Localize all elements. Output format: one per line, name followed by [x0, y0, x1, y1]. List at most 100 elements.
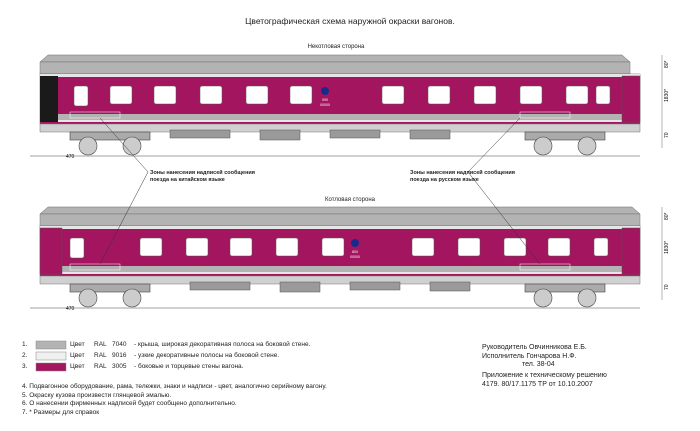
zone-ru-line2: поезда на русском языке — [410, 177, 479, 183]
end-door-left — [39, 227, 63, 275]
inscription-zone-ru — [519, 111, 571, 119]
logo-text-1: 800 — [352, 250, 358, 254]
note-4: 4. Подвагонное оборудование, рама, тележ… — [22, 383, 327, 390]
legend-num: 1. — [22, 341, 28, 348]
window — [199, 85, 223, 105]
leader-lines — [99, 117, 541, 265]
white-stripe-top — [40, 74, 640, 77]
logo-text-2: 00000 — [320, 103, 330, 107]
legend-ral: RAL — [94, 341, 107, 348]
legend-num: 2. — [22, 352, 28, 359]
window — [595, 85, 611, 105]
legend-swatch-2 — [35, 351, 67, 361]
zone-ru-line1: Зоны нанесения надписей сообщения — [410, 170, 515, 176]
top-side-label: Некотловая сторона — [307, 44, 365, 50]
staff-block: Руководитель Овчинникова Е.Б. Исполнител… — [482, 344, 587, 370]
bogie-right — [524, 131, 606, 156]
window — [473, 85, 497, 105]
roof-band — [39, 61, 631, 75]
zone-cn-line2: поезда на китайском языке — [150, 177, 225, 183]
undercarriage-equipment — [169, 129, 451, 141]
window — [457, 237, 481, 257]
note-7: 7. * Размеры для справок — [22, 408, 100, 416]
legend-ral: RAL — [94, 363, 107, 370]
window — [69, 237, 85, 259]
dim-right-top: 80* — [664, 60, 670, 68]
dim-left: 470 — [66, 154, 75, 160]
note-5: 5. Окраску кузова произвести глянцевой э… — [22, 391, 172, 399]
bogie-left — [69, 131, 151, 156]
windows — [69, 237, 609, 259]
legend-ral: RAL — [94, 352, 107, 359]
dim-right-bot: 70 — [664, 132, 670, 138]
window — [245, 85, 269, 105]
window — [73, 85, 89, 107]
window — [593, 237, 609, 257]
zone-cn-line1: Зоны нанесения надписей сообщения — [150, 170, 255, 176]
dim-right-mid: 1830* — [664, 89, 670, 102]
legend-desc: - боковые и торцевые стены вагона. — [134, 363, 244, 370]
appendix-line1: Приложение к техническому решению — [482, 372, 607, 379]
logo-emblem — [321, 87, 329, 95]
inscription-zone-cn — [69, 263, 121, 271]
window — [289, 85, 313, 105]
window — [321, 237, 345, 257]
window — [109, 85, 133, 105]
window — [411, 237, 435, 257]
bogie-right — [524, 283, 606, 308]
appendix-line2: 4179. 80/17.1175 ТР от 10.10.2007 — [482, 380, 593, 388]
window — [185, 237, 209, 257]
roof — [39, 54, 631, 63]
legend-num: 3. — [22, 363, 28, 370]
window — [381, 85, 405, 105]
bottom-wagon: 800 00000 80* 1830* 70 470 — [30, 206, 670, 312]
legend-swatch-1 — [35, 340, 67, 350]
dim-right-bot: 70 — [664, 284, 670, 290]
legend-word: Цвет — [70, 352, 85, 359]
end-door-right — [621, 75, 641, 123]
roof — [39, 206, 641, 215]
bottom-side-label: Котловая сторона — [325, 197, 375, 203]
inscription-zone-cn — [69, 111, 121, 119]
logo-text-2: 00000 — [350, 255, 360, 259]
window — [153, 85, 177, 105]
legend-desc: - крыша, широкая декоративная полоса на … — [134, 341, 311, 348]
executor-line: Исполнитель Гончарова Н.Ф. — [482, 352, 577, 360]
window — [139, 237, 163, 257]
legend-code: 3005 — [112, 363, 127, 370]
logo-emblem — [351, 239, 359, 247]
undercarriage-equipment — [189, 281, 471, 293]
inscription-zone-ru — [519, 263, 571, 271]
top-wagon: 090 00000 80* 1830* 70 470 — [30, 54, 670, 160]
grey-band — [40, 266, 640, 272]
white-stripe-bottom — [40, 120, 640, 122]
diagram-title: Цветографическая схема наружной окраски … — [245, 16, 455, 26]
window — [503, 237, 527, 257]
end-door-right — [621, 227, 641, 275]
legend-word: Цвет — [70, 363, 85, 370]
white-stripe-top — [40, 226, 640, 229]
white-stripe-bottom — [40, 272, 640, 274]
phone-line: тел. 38-04 — [522, 361, 555, 368]
window — [275, 237, 299, 257]
legend-desc: - узкие декоративные полосы на боковой с… — [134, 352, 280, 359]
window — [229, 237, 253, 257]
end-door-left — [40, 76, 58, 122]
roof-band — [39, 213, 641, 227]
head-line: Руководитель Овчинникова Е.Б. — [482, 344, 587, 351]
legend-code: 7040 — [112, 341, 127, 348]
logo-text-1: 090 — [322, 98, 328, 102]
window — [565, 85, 589, 105]
dim-left: 470 — [66, 306, 75, 312]
zone-ru-callout: Зоны нанесения надписей сообщения поезда… — [410, 170, 515, 184]
zone-cn-callout: Зоны нанесения надписей сообщения поезда… — [150, 170, 255, 184]
legend-swatch-3 — [35, 362, 67, 372]
dim-right-mid: 1830* — [664, 241, 670, 254]
window — [519, 85, 543, 105]
window — [547, 237, 571, 257]
appendix-block: Приложение к техническому решению 4179. … — [482, 372, 607, 389]
note-6: 6. О нанесении фирменных надписей будет … — [22, 400, 237, 407]
dim-right-top: 80* — [664, 212, 670, 220]
notes-block: 4. Подвагонное оборудование, рама, тележ… — [22, 383, 327, 417]
